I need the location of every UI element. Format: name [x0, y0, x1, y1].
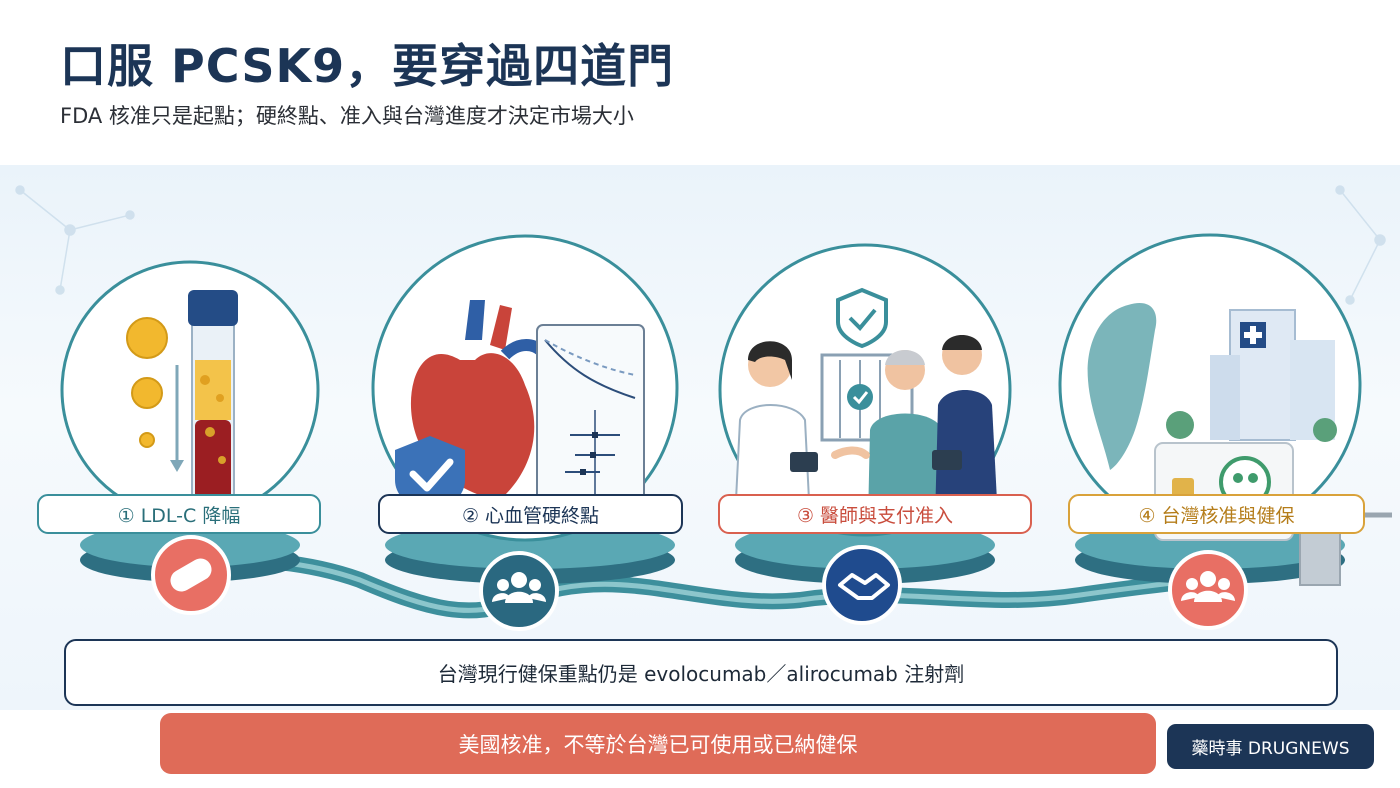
- badge-handshake: [822, 545, 902, 625]
- info-bar: 台灣現行健保重點仍是 evolocumab／alirocumab 注射劑: [64, 639, 1338, 706]
- handshake-icon: [838, 573, 890, 600]
- scene-cv-outcomes: [371, 234, 679, 542]
- badge-pill: [151, 535, 231, 615]
- blood-test-tube-icon: [188, 290, 238, 511]
- pill-icon: [170, 558, 212, 592]
- brand-badge: 藥時事 DRUGNEWS: [1167, 724, 1374, 769]
- trial-chart-icon: [536, 324, 645, 511]
- gate-icon: [820, 353, 914, 442]
- scene-ldl-c: [60, 260, 320, 520]
- taiwan-map-icon: [1087, 302, 1157, 470]
- badge-people-2: [1168, 550, 1248, 630]
- payer-icon: [932, 335, 998, 520]
- patient-icon: [831, 350, 944, 520]
- step-label-physician-payer: ③ 醫師與支付准入: [718, 494, 1032, 534]
- page-subtitle: FDA 核准只是起點；硬終點、准入與台灣進度才決定市場大小: [60, 104, 634, 128]
- badge-people-1: [479, 551, 559, 631]
- step-label-cv-outcomes: ② 心血管硬終點: [378, 494, 683, 534]
- cholesterol-particles-icon: [126, 317, 168, 448]
- warning-banner-text: 美國核准，不等於台灣已可使用或已納健保: [458, 732, 858, 757]
- brand-name: 藥時事 DRUGNEWS: [1191, 739, 1350, 759]
- scene-physician-payer: [718, 243, 1012, 537]
- step-label-taiwan-approval: ④ 台灣核准與健保: [1068, 494, 1365, 534]
- warning-banner: 美國核准，不等於台灣已可使用或已納健保: [160, 713, 1156, 774]
- shield-check-icon: [836, 287, 888, 349]
- page-title: 口服 PCSK9，要穿過四道門: [60, 39, 675, 93]
- molecule-network-decoration: [15, 185, 1386, 305]
- info-bar-text: 台灣現行健保重點仍是 evolocumab／alirocumab 注射劑: [437, 662, 965, 686]
- hospital-icon: [1166, 309, 1337, 442]
- people-group-icon: [492, 572, 546, 603]
- doctor-icon: [733, 341, 818, 521]
- people-group-icon: [1181, 571, 1235, 602]
- journey-illustration: [15, 185, 1392, 631]
- step-label-ldl-c: ① LDL-C 降幅: [37, 494, 321, 534]
